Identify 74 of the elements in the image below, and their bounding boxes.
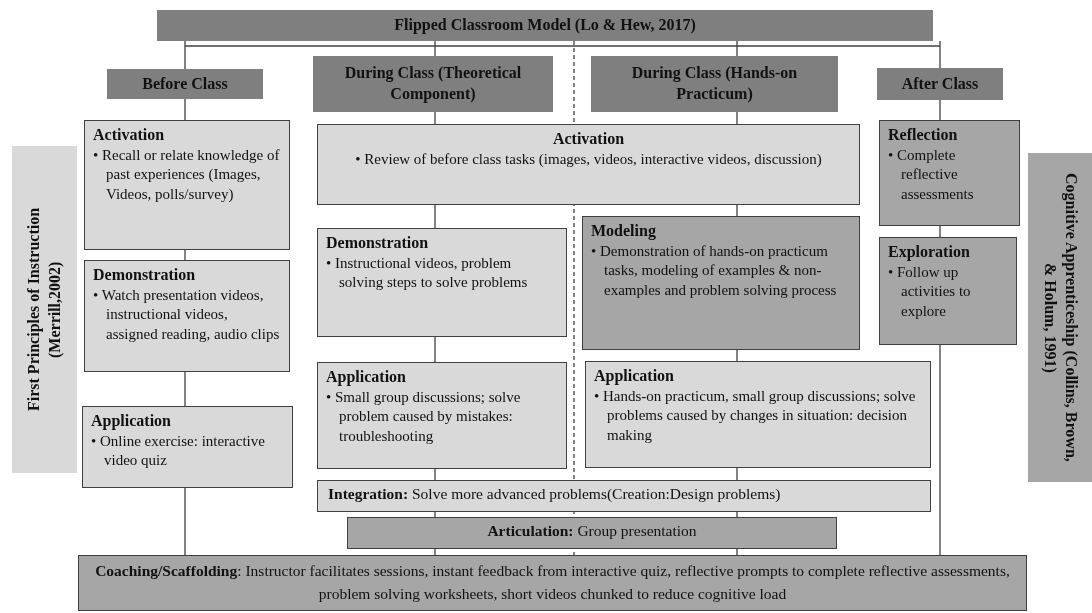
box-heading: Activation (552, 129, 625, 149)
phase-box (317, 124, 860, 205)
connector-line (939, 40, 941, 69)
phase-box (84, 120, 290, 250)
side-band (1028, 153, 1092, 482)
connector-line (736, 511, 738, 518)
box-text: Coaching/Scaffolding: Instructor facilitates sessions, instant feedback from interactive quiz, reflective prompts to complete reflective assessments, problem solving worksheets, short videos chunked to reduce cognitive load (95, 562, 1010, 603)
connector-line (184, 40, 186, 70)
header-text: After Class (901, 73, 979, 94)
connector-line (434, 336, 436, 363)
phase-box (585, 361, 931, 468)
connector-line (736, 467, 738, 481)
connector-line (434, 548, 436, 556)
connector-line (736, 204, 738, 217)
box-heading: Modeling (591, 221, 656, 242)
connector-line (434, 111, 436, 125)
connector-line (939, 99, 941, 121)
bullet-text: • Watch presentation videos, instructional videos, assigned reading, audio clips (93, 285, 281, 344)
box-heading: Exploration (888, 242, 970, 263)
bullet-text: • Small group discussions; solve problem caused by mistakes: troubleshooting (326, 387, 522, 446)
phase-box (879, 120, 1020, 226)
connector-line (939, 225, 941, 238)
box-heading: Application (326, 367, 406, 388)
title-bar (157, 10, 933, 41)
phase-box (879, 237, 1017, 345)
column-header (877, 68, 1003, 100)
connector-line (736, 349, 738, 362)
header-text: Before Class (142, 73, 228, 94)
column-header (107, 69, 263, 99)
connector-line (736, 111, 738, 125)
bullet-text: • Instructional videos, problem solving steps to solve problems (326, 253, 529, 293)
bullet-text: • Hands-on practicum, small group discussions; solve problems caused by changes in situation: decision making (594, 386, 917, 445)
phase-box (317, 228, 567, 337)
connector-line (434, 40, 436, 57)
column-header (313, 56, 553, 112)
box-heading: Reflection (888, 125, 958, 145)
phase-box (317, 480, 931, 512)
connector-line (434, 511, 436, 518)
box-heading: Application (594, 366, 674, 387)
bullet-text: • Complete reflective assessments (888, 145, 975, 204)
box-text: Articulation: Group presentation (487, 522, 697, 539)
box-heading: Demonstration (93, 265, 196, 285)
connector-line (184, 249, 186, 261)
header-text: During Class (Theoretical Component) (343, 63, 523, 105)
bullet-text: • Demonstration of hands-on practicum tasks, modeling of examples & non-examples and problem solving process (591, 241, 838, 300)
side-band (12, 146, 77, 473)
phase-box (78, 555, 1027, 611)
bullet-text: • Recall or relate knowledge of past experiences (Images, Videos, polls/survey) (93, 145, 281, 204)
bullet-text: • Review of before class tasks (images, videos, interactive videos, discussion) (354, 149, 823, 169)
phase-box (317, 362, 567, 469)
connector-line (939, 344, 941, 556)
box-heading: Activation (93, 125, 165, 145)
box-heading: Demonstration (326, 233, 429, 253)
connector-line (736, 40, 738, 57)
box-heading: Application (91, 411, 171, 432)
connector-line (184, 45, 941, 47)
connector-line (184, 371, 186, 407)
column-header (591, 56, 838, 112)
title-text: Flipped Classroom Model (Lo & Hew, 2017) (394, 15, 696, 36)
connector-line (184, 487, 186, 556)
phase-box (84, 260, 290, 372)
bullet-text: • Online exercise: interactive video quiz (91, 431, 266, 471)
phase-box (82, 406, 293, 488)
side-label: Cognitive Apprenticeship (Collins, Brown, & Holum, 1991) (1040, 173, 1081, 462)
header-text: During Class (Hands-on Practicum) (630, 63, 799, 105)
side-label: First Principles of Instruction (Merrill,2002) (23, 206, 64, 414)
connector-line (184, 98, 186, 121)
box-text: Integration: Solve more advanced problems(Creation:Design problems) (328, 485, 781, 502)
bullet-text: • Follow up activities to explore (888, 262, 972, 321)
phase-box (347, 517, 837, 549)
phase-box (582, 216, 860, 350)
connector-line (434, 204, 436, 229)
connector-line (434, 468, 436, 481)
connector-line (736, 548, 738, 556)
